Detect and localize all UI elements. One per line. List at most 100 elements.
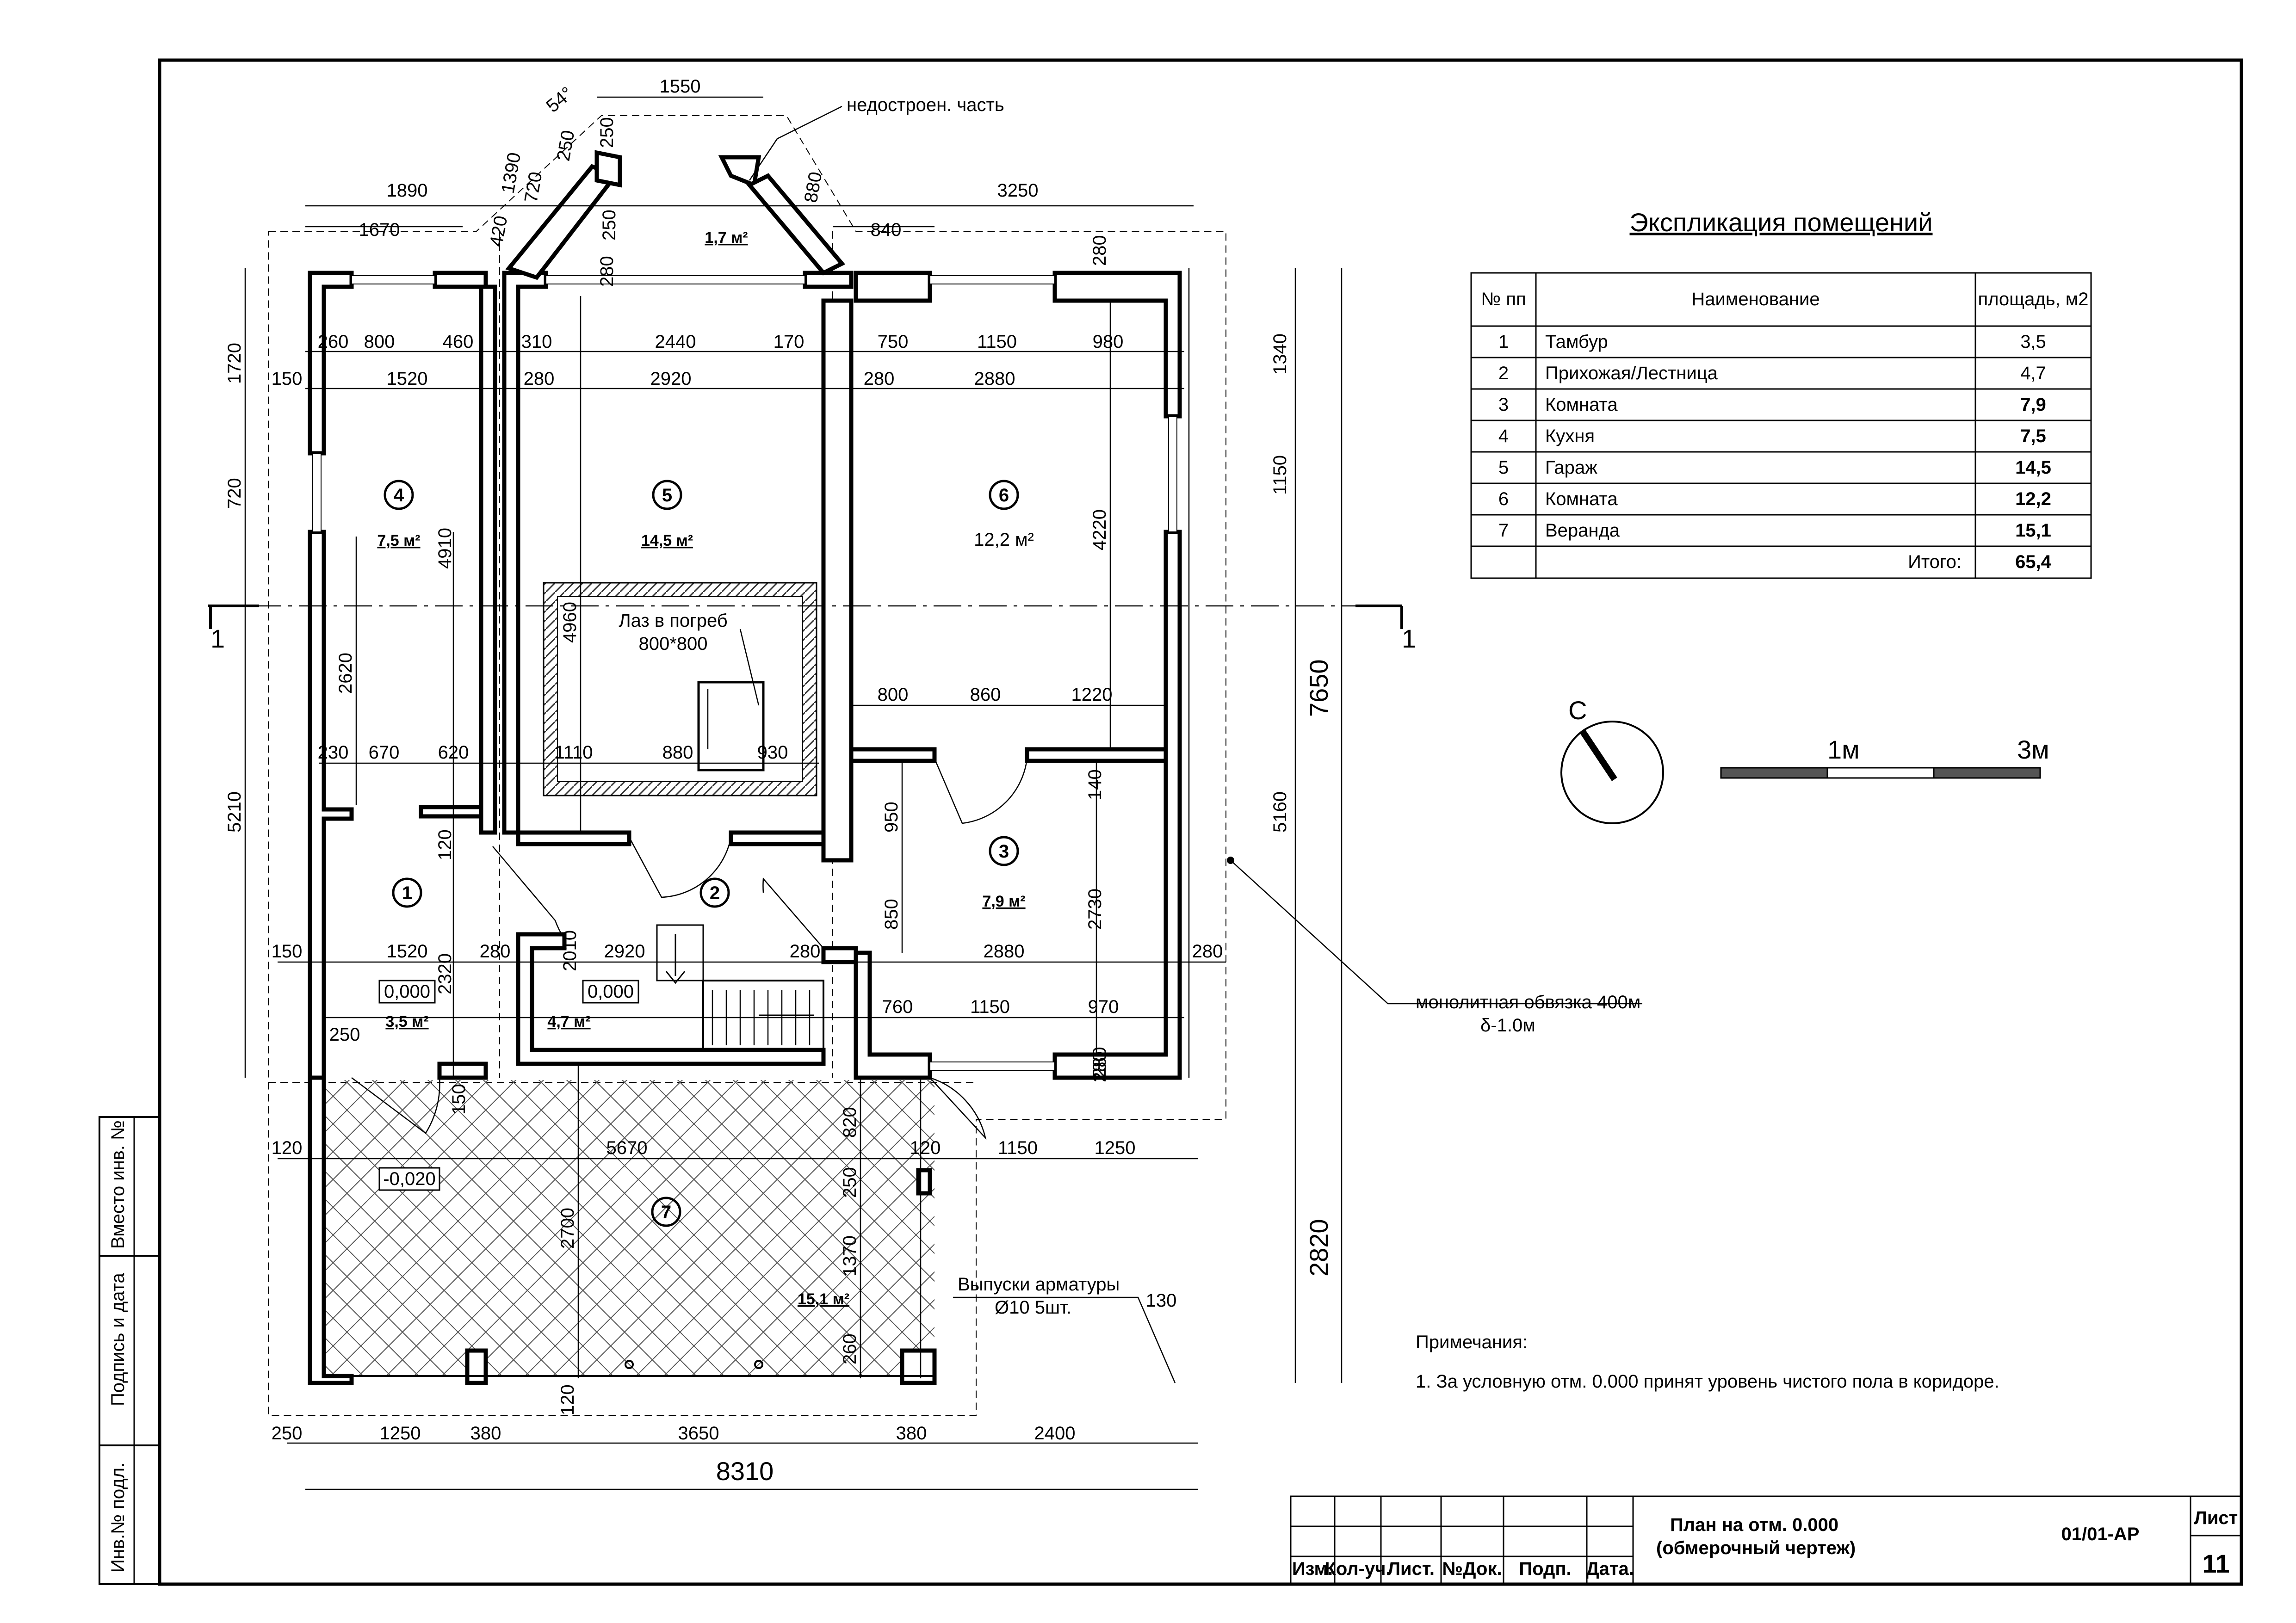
svg-text:250: 250 bbox=[329, 1024, 360, 1045]
title-block: Изм. Кол-уч. Лист. №Док. Подп. Дата. Пла… bbox=[1290, 1495, 2242, 1585]
rebar-point bbox=[754, 1360, 763, 1369]
room-number-4: 4 bbox=[394, 485, 404, 506]
table-row: Кухня bbox=[1545, 426, 1595, 446]
svg-text:140: 140 bbox=[1085, 769, 1105, 800]
doors bbox=[351, 758, 1028, 1140]
table-row: 4,7 bbox=[2020, 363, 2046, 383]
svg-text:1150: 1150 bbox=[998, 1138, 1038, 1158]
svg-text:250: 250 bbox=[840, 1167, 860, 1198]
level-mark-3: -0,020 bbox=[383, 1169, 435, 1189]
room-area-1: 3,5 м² bbox=[385, 1013, 428, 1031]
table-row: 1 bbox=[1498, 332, 1509, 352]
svg-text:280: 280 bbox=[524, 369, 555, 389]
explication-table: Экспликация помещений № пп Наименование … bbox=[1470, 208, 2092, 579]
notes: Примечания: 1. За условную отм. 0.000 пр… bbox=[1416, 1332, 1999, 1392]
svg-text:670: 670 bbox=[369, 742, 400, 763]
section-mark-right: 1 bbox=[1402, 624, 1416, 653]
unbuilt-area: 1,7 м² bbox=[705, 229, 748, 247]
drawing-title-1: План на отм. 0.000 bbox=[1670, 1515, 1838, 1535]
sheet-number: 11 bbox=[2202, 1549, 2229, 1578]
svg-text:950: 950 bbox=[881, 802, 902, 833]
overall-width: 8310 bbox=[716, 1456, 774, 1486]
svg-text:1150: 1150 bbox=[970, 997, 1010, 1017]
svg-text:380: 380 bbox=[470, 1423, 501, 1444]
room-number-5: 5 bbox=[662, 485, 672, 506]
explication-header-num: № пп bbox=[1481, 289, 1526, 309]
stairs bbox=[656, 924, 824, 1051]
stamp-header: №Док. bbox=[1442, 1559, 1502, 1579]
svg-text:120: 120 bbox=[910, 1138, 941, 1158]
table-row: Прихожая/Лестница bbox=[1545, 363, 1718, 383]
floor-plan: 1 1 4 7,5 м² 5 14,5 м² 6 12,2 м² 3 7,9 м… bbox=[208, 76, 1642, 1490]
side-stamp-sign: Подпись и дата bbox=[108, 1273, 128, 1406]
svg-text:2010: 2010 bbox=[560, 930, 580, 971]
table-row: Гараж bbox=[1545, 457, 1597, 478]
svg-text:250: 250 bbox=[553, 129, 579, 162]
svg-text:1220: 1220 bbox=[1071, 685, 1113, 705]
svg-text:2620: 2620 bbox=[335, 653, 356, 694]
svg-text:2730: 2730 bbox=[1085, 889, 1105, 930]
svg-text:280: 280 bbox=[864, 369, 895, 389]
svg-text:5160: 5160 bbox=[1270, 791, 1290, 833]
svg-text:280: 280 bbox=[1089, 1047, 1110, 1078]
note-item: 1. За условную отм. 0.000 принят уровень… bbox=[1416, 1371, 1999, 1392]
north-arrow-icon: С bbox=[1560, 696, 1664, 824]
table-row: 5 bbox=[1498, 457, 1509, 478]
dimension-texts: 1550 1890 1390 720 250 250 880 250 3250 … bbox=[224, 76, 1333, 1486]
svg-text:280: 280 bbox=[1089, 235, 1110, 266]
svg-text:170: 170 bbox=[774, 332, 805, 352]
room-area-2: 4,7 м² bbox=[547, 1013, 590, 1031]
rebar-point bbox=[625, 1360, 634, 1369]
svg-text:2320: 2320 bbox=[435, 953, 455, 994]
unbuilt-label: недостроен. часть bbox=[847, 95, 1004, 115]
svg-text:800: 800 bbox=[364, 332, 395, 352]
stamp-header: Лист. bbox=[1387, 1559, 1435, 1579]
table-row: 12,2 bbox=[2015, 489, 2051, 509]
svg-text:280: 280 bbox=[790, 941, 821, 962]
svg-text:880: 880 bbox=[801, 170, 826, 204]
room-number-1: 1 bbox=[402, 883, 412, 903]
svg-text:150: 150 bbox=[272, 941, 303, 962]
table-row: 3 bbox=[1498, 395, 1509, 415]
svg-text:720: 720 bbox=[224, 478, 245, 509]
stamp-header: Дата. bbox=[1586, 1559, 1634, 1579]
svg-text:2920: 2920 bbox=[604, 941, 645, 962]
svg-text:2440: 2440 bbox=[655, 332, 696, 352]
overall-depth: 7650 bbox=[1304, 659, 1333, 717]
svg-text:250: 250 bbox=[272, 1423, 303, 1444]
svg-text:1370: 1370 bbox=[840, 1235, 860, 1277]
left-total: 5210 bbox=[224, 791, 245, 833]
svg-text:800: 800 bbox=[878, 685, 909, 705]
svg-text:1390: 1390 bbox=[498, 151, 525, 195]
rebar-label-2: Ø10 5шт. bbox=[995, 1297, 1071, 1318]
table-row: 7,9 bbox=[2020, 395, 2046, 415]
svg-text:230: 230 bbox=[318, 742, 349, 763]
svg-text:1890: 1890 bbox=[387, 180, 428, 201]
svg-text:720: 720 bbox=[521, 170, 546, 204]
side-stamp: Инв.№ подл. Подпись и дата Вместо инв. № bbox=[99, 1116, 161, 1585]
table-row: 15,1 bbox=[2015, 520, 2051, 541]
svg-text:1550: 1550 bbox=[660, 76, 701, 97]
svg-text:2880: 2880 bbox=[974, 369, 1015, 389]
svg-text:2700: 2700 bbox=[557, 1208, 578, 1249]
side-stamp-instead: Вместо инв. № bbox=[108, 1120, 128, 1249]
svg-text:150: 150 bbox=[272, 369, 303, 389]
stamp-header: Кол-уч. bbox=[1324, 1559, 1391, 1579]
svg-text:3250: 3250 bbox=[997, 180, 1039, 201]
rebar-label-1: Выпуски арматуры bbox=[958, 1274, 1120, 1295]
svg-text:260: 260 bbox=[840, 1333, 860, 1364]
svg-text:1340: 1340 bbox=[1270, 333, 1290, 375]
windows bbox=[312, 275, 1177, 1071]
north-label: С bbox=[1568, 696, 1587, 725]
table-row: Комната bbox=[1545, 395, 1618, 415]
svg-text:1520: 1520 bbox=[387, 941, 428, 962]
room-number-3: 3 bbox=[999, 841, 1009, 862]
cellar-hatch bbox=[697, 681, 765, 771]
room-number-2: 2 bbox=[710, 883, 720, 903]
svg-text:1720: 1720 bbox=[224, 343, 245, 384]
svg-text:1150: 1150 bbox=[1270, 455, 1290, 495]
svg-text:1250: 1250 bbox=[1095, 1138, 1136, 1158]
room-area-6: 12,2 м² bbox=[974, 530, 1034, 550]
table-row: 7 bbox=[1498, 520, 1509, 541]
